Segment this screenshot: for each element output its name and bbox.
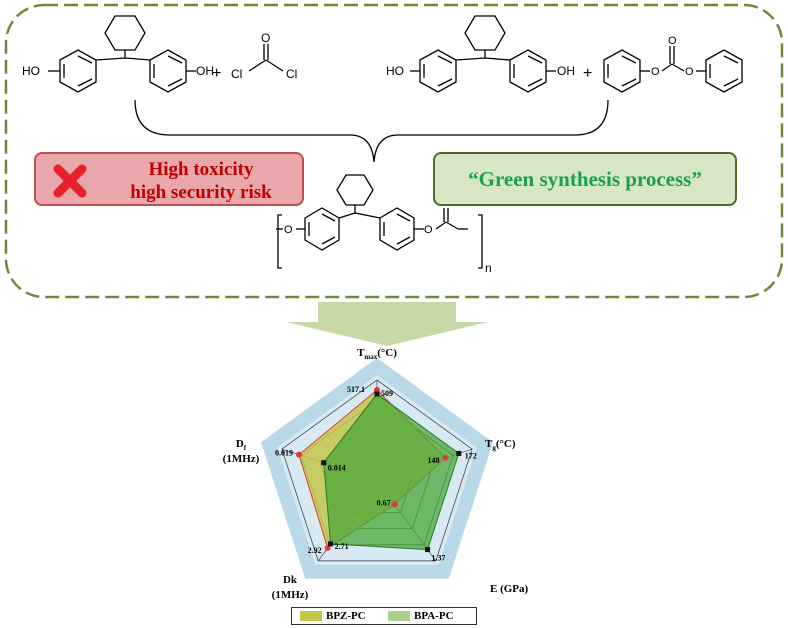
- bpz-point-3: [324, 544, 331, 551]
- bpz-value-label-2: 0.67: [377, 498, 391, 507]
- toxicity-line-1: High toxicity: [148, 159, 254, 180]
- phosgene-o-label: O: [261, 31, 270, 45]
- bpz-value-label-0: 517.1: [347, 385, 365, 394]
- axis-title-1: Tg(°C): [485, 438, 516, 452]
- bpz-point-1: [442, 454, 449, 461]
- right-bpz-molecule: [410, 15, 556, 93]
- right-plus: +: [583, 65, 592, 82]
- chart-legend: BPZ-PC BPA-PC: [291, 607, 477, 625]
- pc-n-label: n: [485, 261, 492, 275]
- series-bpa-area: [323, 393, 460, 551]
- axis-title-2: E (GPa): [490, 583, 529, 595]
- right-oh-label: OH: [557, 64, 575, 78]
- bpz-value-label-4: 0.019: [275, 449, 293, 458]
- axis-title-0: Tmax(°C): [357, 347, 397, 361]
- polycarbonate-molecule: [276, 174, 483, 269]
- dpc-o-left: O: [651, 66, 660, 78]
- bpa-value-label-4: 0.014: [328, 464, 346, 473]
- toxicity-line-2: high security risk: [130, 182, 272, 203]
- axis-title-3: Dk: [283, 574, 298, 586]
- left-plus: +: [212, 65, 221, 82]
- phenol-ring-left: [59, 49, 97, 93]
- bpa-value-label-1: 172: [465, 451, 477, 460]
- bpa-point-2: [425, 547, 431, 553]
- legend-label-bpz: BPZ-PC: [326, 610, 366, 622]
- bpa-value-label-3: 2.71: [335, 542, 349, 551]
- bpz-value-label-1: 148: [427, 456, 439, 465]
- red-cross-icon: [53, 164, 87, 198]
- bpz-point-2: [391, 501, 398, 508]
- legend-swatch-bpa: [388, 611, 410, 621]
- left-bpz-molecule: [48, 15, 196, 93]
- phosgene-cl-left: Cl: [231, 67, 242, 81]
- legend-swatch-bpz: [300, 611, 322, 621]
- dpc-o-right: O: [685, 66, 694, 78]
- curly-brace: [134, 99, 609, 163]
- phosgene-molecule: [248, 44, 284, 72]
- radar-ring-5: [281, 379, 473, 562]
- green-synthesis-text: “Green synthesis process”: [468, 166, 702, 191]
- left-oh-label: OH: [196, 64, 214, 78]
- bpa-point-4: [321, 460, 327, 466]
- axis-title-4-line2: (1MHz): [223, 453, 260, 465]
- cyclohexane-ring: [104, 15, 146, 51]
- bpz-point-4: [296, 451, 303, 458]
- bpa-point-3: [328, 541, 334, 547]
- dpc-o-top: O: [668, 35, 677, 47]
- right-ho-label: HO: [386, 64, 404, 78]
- pc-o-right: O: [424, 224, 433, 236]
- bpa-value-label-0: 509: [381, 389, 393, 398]
- radar-chart: 517.1 509 148 172 0.67 1.37 2.92 2.71 0.019 0.014…: [223, 347, 529, 601]
- left-ho-label: HO: [22, 64, 40, 78]
- bpa-value-label-2: 1.37: [432, 554, 446, 563]
- legend-label-bpa: BPA-PC: [414, 610, 454, 622]
- axis-title-4: Df: [236, 438, 247, 452]
- toxicity-box: High toxicity high security risk: [34, 152, 304, 206]
- phenol-ring-right: [149, 49, 187, 93]
- axis-title-3-line2: (1MHz): [272, 589, 309, 601]
- bpa-point-1: [456, 450, 462, 456]
- pc-o-left: O: [284, 224, 293, 236]
- down-arrow: [286, 302, 488, 346]
- diphenyl-carbonate-molecule: [603, 46, 743, 93]
- dashed-frame: [4, 3, 784, 299]
- phosgene-cl-right: Cl: [286, 67, 297, 81]
- bpa-point-0: [374, 391, 380, 397]
- bpz-value-label-3: 2.92: [308, 546, 322, 555]
- green-synthesis-box: “Green synthesis process”: [433, 152, 737, 206]
